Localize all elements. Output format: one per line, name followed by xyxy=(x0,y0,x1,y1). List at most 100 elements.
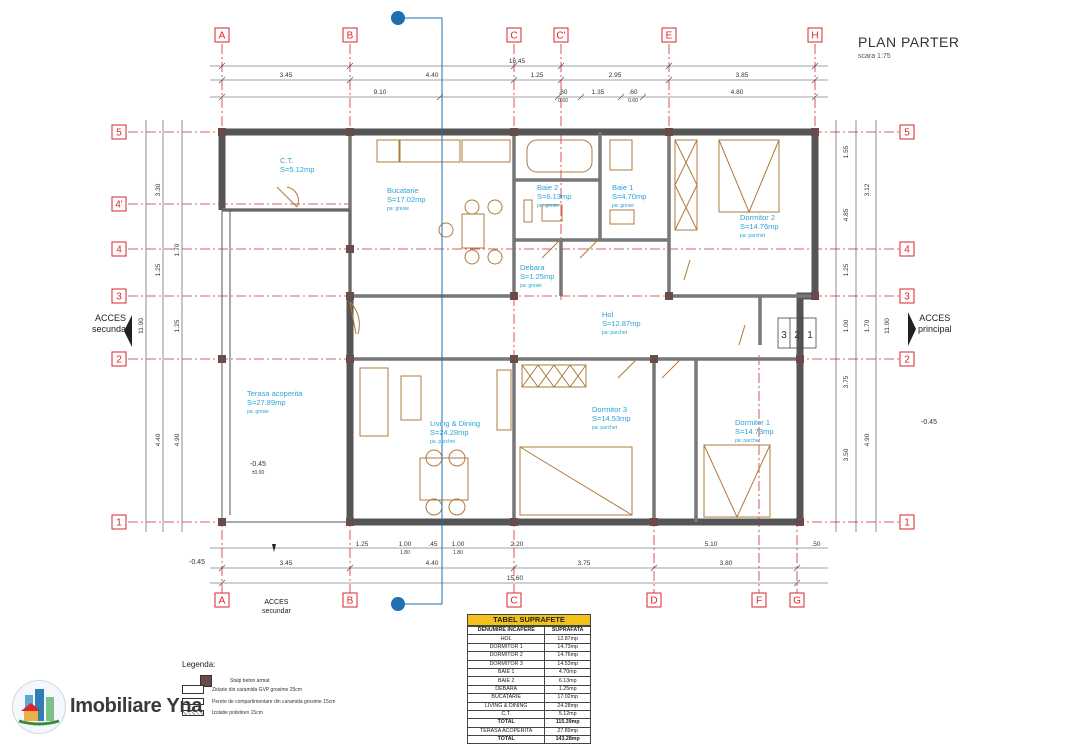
dimension-label: 4.85 xyxy=(843,208,850,221)
dimension-label: 3.75 xyxy=(843,375,850,388)
dimension-label: 1.70 xyxy=(864,319,871,332)
plan-scale: scara 1:75 xyxy=(858,53,891,60)
room-name-cell: BUCATARIE xyxy=(466,693,546,703)
room-name: Hol xyxy=(602,310,614,319)
dimension-label: 4.90 xyxy=(864,433,871,446)
room-area-cell: 1.25mp xyxy=(544,684,591,695)
axis-label-left: 1 xyxy=(116,518,122,529)
exterior-walls xyxy=(218,128,819,526)
acces-secundar-bottom-label: ACCES secundar xyxy=(262,598,291,616)
axis-label-left: 2 xyxy=(116,355,122,366)
room-finish: pa: gresie xyxy=(537,203,559,209)
room-area-cell: 5.12mp xyxy=(544,709,591,720)
dimension-label: 1.80 xyxy=(453,550,463,556)
axis-label-bottom-box xyxy=(506,592,522,608)
acces-word: ACCES xyxy=(95,313,127,323)
area-table-row: C.T.5.12mp xyxy=(466,709,591,720)
dimension-label: 0.60 xyxy=(628,98,638,104)
acces-principal-label: ACCES principal xyxy=(918,313,952,335)
axis-label-right: 1 xyxy=(904,518,910,529)
axis-label-left: 4 xyxy=(116,245,122,256)
room-name-cell: BAIE 1 xyxy=(466,667,546,678)
axis-label-left-box xyxy=(111,124,127,140)
axis-label-bottom-box xyxy=(789,592,805,608)
axis-label-top: C xyxy=(510,31,517,42)
dimension-label: 3.75 xyxy=(578,560,591,567)
acces-secundar-left-label: ACCES secundar xyxy=(92,313,129,335)
acces-secundar-arrow xyxy=(124,315,132,347)
insulation-swatch xyxy=(182,710,204,716)
room-area: S=5.12mp xyxy=(280,165,314,174)
axis-label-top-box xyxy=(553,27,569,43)
room-name: Baie 1 xyxy=(612,183,633,192)
acces-type: secundar xyxy=(262,608,291,615)
room-name-cell: DEBARA xyxy=(466,684,546,695)
axis-label-bottom-box xyxy=(646,592,662,608)
dimension-label: 3.85 xyxy=(736,72,749,79)
dimension-label: 3.45 xyxy=(280,560,293,567)
furniture xyxy=(359,139,780,519)
axis-label-top: A xyxy=(219,31,226,42)
axis-label-top-box xyxy=(661,27,677,43)
axis-label-right-box xyxy=(899,351,915,367)
room-area: S=14.73mp xyxy=(735,427,774,436)
legend-item-label: Perete de compartimentare din caramida g… xyxy=(212,698,336,705)
dimension-label: 1.80 xyxy=(400,550,410,556)
dimension-label: 1.25 xyxy=(843,263,850,276)
room-area-cell: 115.39mp xyxy=(544,718,591,728)
room-name-cell: LIVING & DINING xyxy=(466,701,546,711)
room-name-cell: DORMITOR 2 xyxy=(466,651,546,661)
dimension-label: 1.00 xyxy=(452,541,465,548)
dimension-label: 5.10 xyxy=(705,541,718,548)
axis-label-bottom-box xyxy=(342,592,358,608)
room-name-cell: TERASA ACOPERITA xyxy=(466,726,546,737)
room-name-cell: TOTAL xyxy=(466,718,546,728)
room-name: Bucatarie xyxy=(387,186,419,195)
interior-walls xyxy=(222,132,815,522)
area-table-title: TABEL SUPRAFETE xyxy=(467,614,591,626)
dimension-label: 15.60 xyxy=(507,575,524,582)
room-name: Baie 2 xyxy=(537,183,558,192)
stair-number: 3 xyxy=(781,330,787,341)
axis-label-left-box xyxy=(111,196,127,212)
axis-label-left: 3 xyxy=(116,292,122,303)
legend-item-label: Izolatie polistiren 15cm xyxy=(212,710,263,716)
dimension-label: 2.95 xyxy=(609,72,622,79)
room-name-cell: HOL xyxy=(466,634,546,644)
dimension-label: 1.25 xyxy=(155,263,162,276)
dimension-label: 4.40 xyxy=(155,433,162,446)
room-area: S=6.13mp xyxy=(537,192,571,201)
room-finish: pa: parchet xyxy=(602,330,628,336)
dimension-label: 3.80 xyxy=(720,560,733,567)
room-name: Debara xyxy=(520,263,545,272)
dimension-label: 1.25 xyxy=(174,319,181,332)
room-finish: pa: gresie xyxy=(247,409,269,415)
columns xyxy=(218,128,819,526)
legend-title: Legenda: xyxy=(182,660,216,669)
legend-item-label: Stalp beton armat xyxy=(230,678,270,684)
area-table-header: DENUMIRE INCAPERE xyxy=(466,625,546,636)
dimension-label: .60 xyxy=(558,89,567,96)
dimension-label: .45 xyxy=(428,541,437,548)
axis-label-right-box xyxy=(899,514,915,530)
room-area: S=4.70mp xyxy=(612,192,646,201)
dimension-label: 3.30 xyxy=(155,183,162,196)
axis-label-bottom: F xyxy=(756,596,762,607)
terrace-outline xyxy=(221,209,351,523)
level-mark: ±0.00 xyxy=(252,470,265,476)
area-table-header: SUPRAFATA xyxy=(544,625,591,636)
axis-label-bottom: B xyxy=(347,596,354,607)
dimension-label: 1.00 xyxy=(399,541,412,548)
section-marker xyxy=(391,11,405,611)
dimension-label: 9.10 xyxy=(374,89,387,96)
dimension-label: 4.90 xyxy=(174,433,181,446)
room-area-cell: 6.13mp xyxy=(544,676,591,686)
